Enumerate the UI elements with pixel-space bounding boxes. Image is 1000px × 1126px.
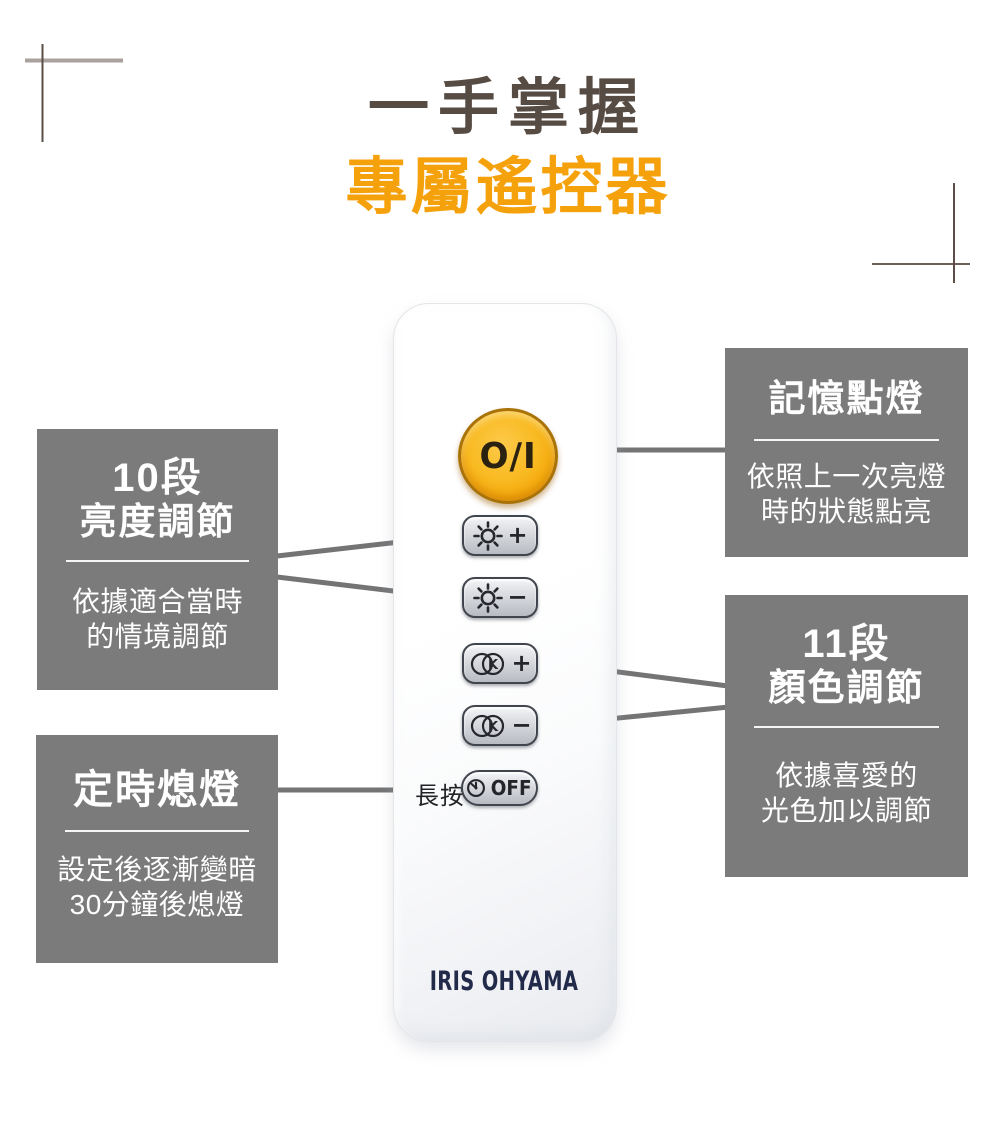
callout-heading-line2: 顏色調節 [768, 667, 925, 709]
svg-text:K: K [488, 720, 499, 735]
color-temp-down-button: K − [462, 705, 538, 746]
callout-divider [754, 726, 939, 729]
callout-body: 設定後逐漸變暗 30分鐘後熄燈 [57, 854, 257, 921]
power-button-label: O/I [479, 435, 537, 477]
sun-icon [473, 582, 504, 613]
callout-heading: 10段 亮度調節 [80, 455, 236, 544]
plus-sign: + [511, 648, 532, 677]
callout-divider [65, 560, 250, 563]
callout-heading: 記憶點燈 [768, 378, 925, 419]
minus-sign: − [507, 582, 528, 611]
kelvin-circles-icon: K [471, 652, 505, 675]
callout-memory: 記憶點燈 依照上一次亮燈 時的狀態點亮 [725, 348, 968, 557]
callout-brightness: 10段 亮度調節 依據適合當時 的情境調節 [37, 429, 278, 690]
sun-icon [473, 520, 504, 551]
plus-sign: + [507, 520, 528, 549]
long-press-hint: 長按 [415, 783, 465, 810]
callout-heading-line1: 11段 [802, 622, 891, 666]
off-button-label: OFF [491, 776, 532, 800]
power-button: O/I [458, 408, 558, 504]
callout-body: 依照上一次亮燈 時的狀態點亮 [746, 460, 947, 527]
callout-body: 依據喜愛的 光色加以調節 [760, 760, 932, 827]
brand-logo: IRIS OHYAMA [429, 966, 579, 997]
callout-heading-line2: 亮度調節 [79, 501, 236, 543]
callout-heading: 定時熄燈 [73, 768, 241, 812]
callout-body: 依據適合當時 的情境調節 [71, 586, 243, 653]
svg-text:K: K [488, 658, 499, 673]
callout-heading-line1: 10段 [112, 456, 203, 500]
title-line-1: 一手掌握 [367, 75, 648, 142]
title-line-2: 專屬遙控器 [345, 154, 671, 223]
page-title: 一手掌握 專屬遙控器 [0, 72, 1000, 224]
callout-heading: 11段 顏色調節 [769, 621, 925, 710]
kelvin-circles-icon: K [471, 714, 505, 737]
timer-clock-icon [467, 779, 486, 797]
brightness-down-button: − [462, 577, 538, 618]
timer-off-button: OFF [461, 770, 538, 806]
callout-color: 11段 顏色調節 依據喜愛的 光色加以調節 [725, 595, 968, 877]
callout-divider [754, 438, 939, 441]
callout-timer-off: 定時熄燈 設定後逐漸變暗 30分鐘後熄燈 [36, 735, 278, 963]
color-temp-up-button: K + [462, 643, 538, 684]
minus-sign: − [511, 710, 532, 739]
callout-divider [65, 830, 249, 833]
brightness-up-button: + [462, 515, 538, 556]
